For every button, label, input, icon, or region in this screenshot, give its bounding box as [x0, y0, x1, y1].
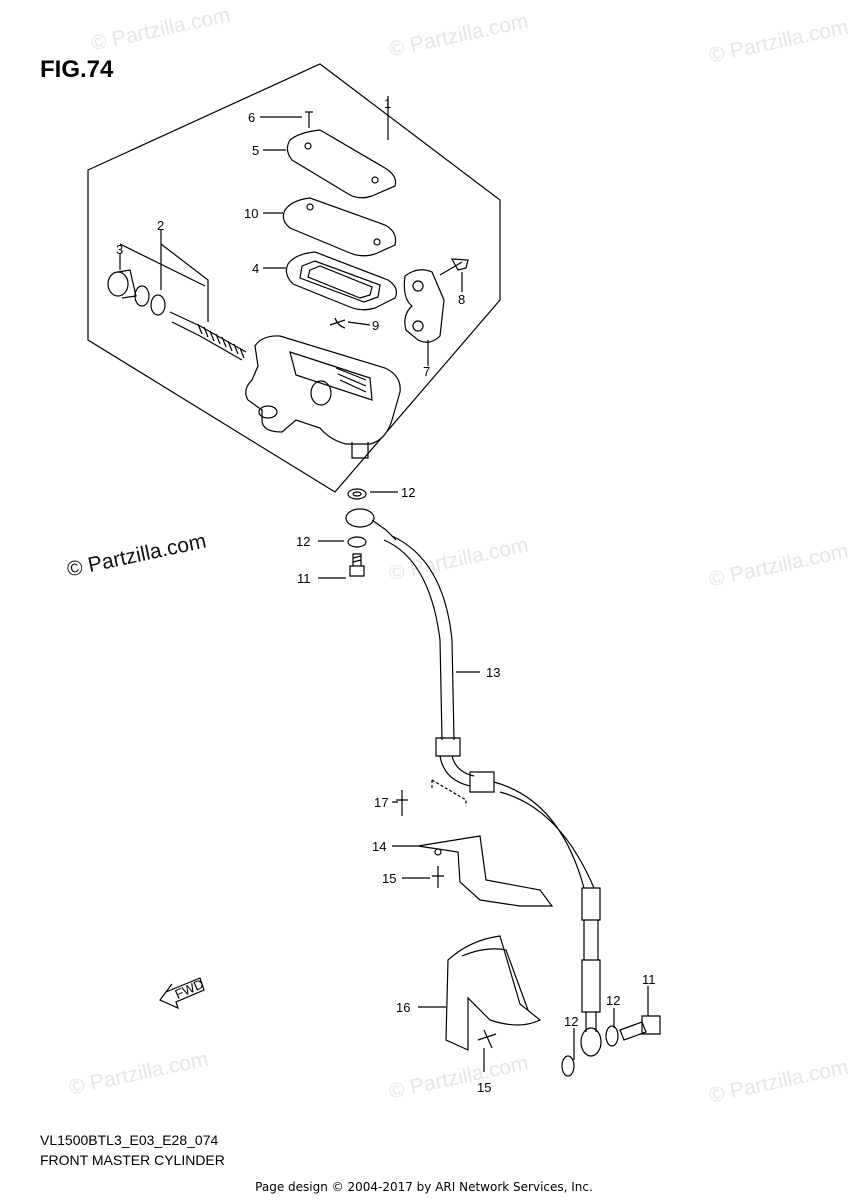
callout-9: 9 [372, 318, 379, 333]
part-banjo-bolt-11 [619, 1021, 647, 1041]
part-reservoir-cap [286, 129, 397, 199]
callout-13: 13 [486, 665, 500, 680]
part-master-cylinder-body [245, 335, 401, 445]
callout-12: 12 [401, 485, 415, 500]
part-screw-6 [305, 111, 313, 128]
callout-4: 4 [252, 261, 259, 276]
callout-2: 2 [157, 218, 164, 233]
part-screw-9 [329, 317, 346, 329]
callout-6: 6 [248, 110, 255, 125]
callout-11: 11 [642, 972, 656, 987]
forward-arrow-icon: FWD [159, 976, 206, 1010]
callout-17: 17 [374, 795, 388, 810]
part-boot [107, 271, 129, 297]
figure-title: FIG.74 [40, 56, 114, 83]
callout-3: 3 [116, 242, 123, 257]
callout-15: 15 [382, 871, 396, 886]
part-washer-12 [561, 1055, 575, 1077]
callout-7: 7 [423, 364, 430, 379]
part-piston [169, 311, 247, 361]
part-bracket [417, 835, 554, 907]
forward-arrow-label: FWD [173, 976, 206, 1002]
part-bolt-17 [396, 790, 408, 816]
part-banjo-upper [345, 508, 375, 528]
callout-15: 15 [477, 1080, 491, 1095]
callout-14: 14 [372, 839, 386, 854]
part-washer-12 [605, 1025, 619, 1047]
part-diaphragm [285, 251, 398, 311]
callout-12: 12 [296, 534, 310, 549]
part-banjo-lower [580, 1027, 602, 1057]
assembly-box [87, 63, 501, 493]
part-diaphragm-plate [282, 197, 397, 257]
part-washer [150, 294, 166, 316]
part-brake-hose [383, 535, 455, 741]
callout-12: 12 [564, 1014, 578, 1029]
part-bolt-15 [477, 1029, 497, 1049]
page-credit: Page design © 2004-2017 by ARI Network S… [255, 1180, 593, 1194]
part-washer-12 [347, 536, 367, 548]
callout-1: 1 [384, 96, 391, 111]
part-washer-12 [347, 488, 367, 500]
callout-12: 12 [606, 993, 620, 1008]
diagram-name: FRONT MASTER CYLINDER [40, 1152, 225, 1168]
callout-5: 5 [252, 143, 259, 158]
model-code: VL1500BTL3_E03_E28_074 [40, 1132, 219, 1148]
part-clamp [403, 269, 445, 343]
callout-10: 10 [244, 206, 258, 221]
part-circlip [134, 285, 150, 307]
callout-11: 11 [297, 571, 311, 586]
callout-16: 16 [396, 1000, 410, 1015]
part-bolt-8 [439, 258, 469, 276]
callout-8: 8 [458, 292, 465, 307]
part-bolt-15 [432, 866, 444, 888]
part-hose-clamp [445, 935, 542, 1051]
